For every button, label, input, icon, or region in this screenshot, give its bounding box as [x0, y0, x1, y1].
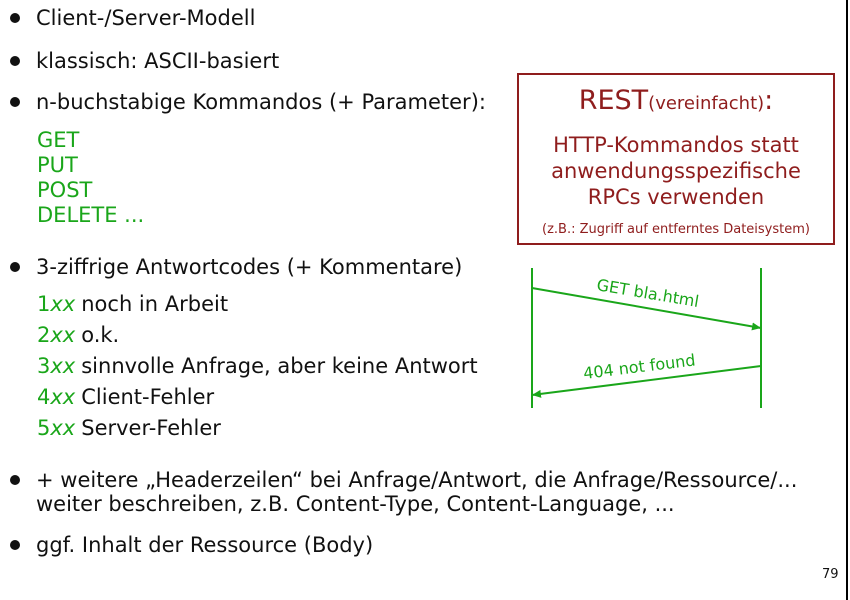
command-put: PUT: [37, 153, 78, 177]
command-delete: DELETE ...: [37, 203, 145, 227]
rest-title: REST(vereinfacht):: [578, 85, 774, 116]
rest-note: (z.B.: Zugriff auf entferntes Dateisyste…: [542, 222, 810, 237]
rest-body: HTTP-Kommandos statt anwendungsspezifisc…: [551, 133, 801, 209]
response-label: 404 not found: [582, 350, 696, 383]
bullet-dot: [10, 97, 20, 107]
response-arrow: [531, 365, 762, 398]
bullet-text: klassisch: ASCII-basiert: [36, 49, 280, 73]
bullet-dot: [10, 262, 20, 272]
bullet-text: Client-/Server-Modell: [36, 6, 256, 30]
bullet-text: + weitere „Headerzeilen“ bei Anfrage/Ant…: [36, 468, 798, 516]
rest-box: REST(vereinfacht): HTTP-Kommandos statt …: [517, 73, 835, 245]
bullet-text: ggf. Inhalt der Ressource (Body): [36, 533, 374, 557]
request-label: GET bla.html: [595, 275, 700, 311]
bullet-text: n-buchstabige Kommandos (+ Parameter):: [36, 90, 486, 114]
page-number: 79: [822, 567, 839, 582]
bullet-dot: [10, 56, 20, 66]
bullet-text: 3-ziffrige Antwortcodes (+ Kommentare): [36, 255, 463, 279]
request-arrow: [531, 287, 762, 331]
right-border-line: [846, 0, 848, 600]
bullet-dot: [10, 13, 20, 23]
sequence-diagram: GET bla.html 404 not found: [531, 268, 762, 408]
command-get: GET: [37, 128, 80, 152]
bullet-dot: [10, 540, 20, 550]
command-post: POST: [37, 178, 93, 202]
bullet-dot: [10, 475, 20, 485]
